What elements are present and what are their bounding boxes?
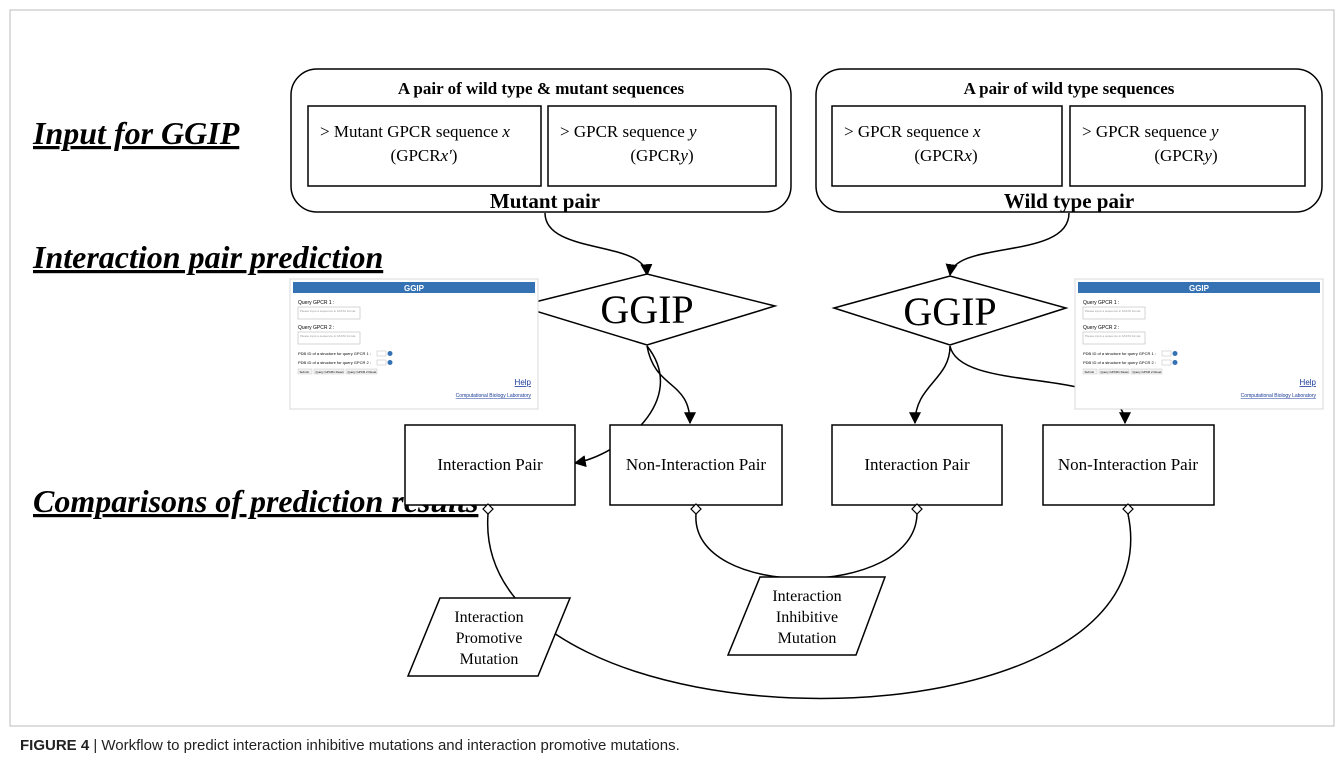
mutant-group-title: A pair of wild type & mutant sequences — [398, 79, 685, 98]
svg-text:GGIP: GGIP — [404, 284, 425, 293]
svg-text:PDB ID of a structure for quer: PDB ID of a structure for query GPCR 2 : — [298, 360, 371, 365]
mutant-gpcr-y-line1: > GPCR sequence y — [560, 122, 697, 141]
arrow-mutant-ggip-to-interaction — [573, 345, 662, 468]
svg-text:Interaction: Interaction — [454, 609, 523, 626]
wild-sequence-x-box — [831, 105, 1063, 187]
svg-text:Submit: Submit — [1085, 370, 1095, 374]
mutant-seq-line2: (GPCRx') — [391, 146, 458, 165]
mutant-seq-line1: > Mutant GPCR sequence x — [320, 122, 510, 141]
diamond-connector-mutant-noninteraction — [690, 503, 702, 515]
svg-text:Please input a sequence in FAS: Please input a sequence in FASTA format. — [1085, 309, 1141, 313]
svg-text:Interaction Pair: Interaction Pair — [437, 455, 543, 474]
screenshot-header-bar — [293, 282, 535, 293]
diamond-connector-wild-interaction — [911, 503, 923, 515]
svg-text:GGIP: GGIP — [1189, 284, 1210, 293]
svg-text:Query GPCR 2 Reset: Query GPCR 2 Reset — [348, 370, 377, 374]
section-prediction-heading: Interaction pair prediction — [32, 239, 383, 275]
svg-text:PDB ID of a structure for quer: PDB ID of a structure for query GPCR 2 : — [1083, 360, 1156, 365]
section-input-heading: Input for GGIP — [32, 115, 240, 151]
arrow-wild-ggip-to-interaction — [909, 345, 951, 425]
mutant-noninteraction-pair-box: Non-Interaction Pair — [609, 424, 783, 506]
svg-text:Mutation: Mutation — [778, 630, 837, 647]
svg-text:Query GPCR 1 :: Query GPCR 1 : — [298, 300, 334, 306]
svg-text:Query GPCR1 Reset: Query GPCR1 Reset — [316, 370, 344, 374]
ggip-web-screenshot-right: GGIP Query GPCR 1 : Please input a seque… — [1074, 278, 1324, 410]
inhibitive-comparison-arc — [695, 513, 918, 580]
svg-text:Help: Help — [515, 378, 532, 387]
svg-text:Query GPCR 2 :: Query GPCR 2 : — [1083, 325, 1119, 331]
svg-text:PDB ID of a structure for quer: PDB ID of a structure for query GPCR 1 : — [1083, 351, 1156, 356]
svg-text:GGIP: GGIP — [903, 289, 996, 334]
svg-text:Non-Interaction Pair: Non-Interaction Pair — [626, 455, 767, 474]
svg-text:Computational Biology Laborato: Computational Biology Laboratory — [456, 393, 532, 399]
wild-type-pair-label: Wild type pair — [1004, 189, 1134, 213]
arrow-wild-to-ggip — [945, 212, 1070, 277]
wild-noninteraction-pair-box: Non-Interaction Pair — [1042, 424, 1215, 506]
svg-text:Please input a sequence in FAS: Please input a sequence in FASTA format. — [300, 334, 356, 338]
wild-seq-x-line2: (GPCRx) — [914, 146, 977, 165]
svg-text:Query GPCR 2 :: Query GPCR 2 : — [298, 325, 334, 331]
mutant-sequence-box — [307, 105, 542, 187]
ggip-diamond-mutant: GGIP — [516, 273, 778, 346]
svg-text:Please input a sequence in FAS: Please input a sequence in FASTA format. — [1085, 334, 1141, 338]
mutant-pair-label: Mutant pair — [490, 189, 600, 213]
mutant-gpcr-y-line2: (GPCRy) — [630, 146, 693, 165]
gpcr-y-sequence-box-mutant — [547, 105, 777, 187]
wild-seq-y-line2: (GPCRy) — [1154, 146, 1217, 165]
interaction-promotive-mutation-box: Interaction Promotive Mutation — [406, 597, 572, 677]
svg-text:Please input a sequence in FAS: Please input a sequence in FASTA format. — [300, 309, 356, 313]
svg-text:Help: Help — [1300, 378, 1317, 387]
svg-text:GGIP: GGIP — [600, 287, 693, 332]
wild-sequence-y-box — [1069, 105, 1306, 187]
section-comparison-heading: Comparisons of prediction results — [33, 483, 478, 519]
diamond-connector-wild-noninteraction — [1122, 503, 1134, 515]
svg-text:Non-Interaction Pair: Non-Interaction Pair — [1058, 455, 1199, 474]
wild-type-pair-group: A pair of wild type sequences > GPCR seq… — [815, 68, 1323, 213]
svg-text:Promotive: Promotive — [456, 630, 523, 647]
svg-text:Mutation: Mutation — [460, 651, 519, 668]
svg-text:Query GPCR1 Reset: Query GPCR1 Reset — [1101, 370, 1129, 374]
svg-text:Submit: Submit — [300, 370, 310, 374]
interaction-inhibitive-mutation-box: Interaction Inhibitive Mutation — [726, 576, 887, 656]
arrow-mutant-ggip-to-noninteraction — [646, 345, 696, 425]
svg-text:Query GPCR 1 :: Query GPCR 1 : — [1083, 300, 1119, 306]
ggip-web-screenshot-left: GGIP Query GPCR 1 : Please input a seque… — [289, 278, 539, 410]
figure-caption-text: | Workflow to predict interaction inhibi… — [89, 737, 680, 754]
wild-interaction-pair-box: Interaction Pair — [831, 424, 1003, 506]
svg-text:Computational Biology Laborato: Computational Biology Laboratory — [1241, 393, 1317, 399]
svg-text:Interaction Pair: Interaction Pair — [864, 455, 970, 474]
wild-seq-y-line1: > GPCR sequence y — [1082, 122, 1219, 141]
svg-text:Interaction: Interaction — [772, 588, 841, 605]
screenshot-header-bar — [1078, 282, 1320, 293]
svg-text:Inhibitive: Inhibitive — [776, 609, 838, 626]
svg-text:PDB ID of a structure for quer: PDB ID of a structure for query GPCR 1 : — [298, 351, 371, 356]
svg-text:Query GPCR 2 Reset: Query GPCR 2 Reset — [1133, 370, 1162, 374]
arrow-mutant-to-ggip — [544, 212, 653, 277]
mutant-interaction-pair-box: Interaction Pair — [404, 424, 576, 506]
figure-caption: FIGURE 4 | Workflow to predict interacti… — [20, 737, 680, 754]
mutant-pair-group: A pair of wild type & mutant sequences >… — [290, 68, 792, 213]
figure-caption-label: FIGURE 4 — [20, 737, 90, 754]
figure-border — [9, 9, 1335, 727]
wild-seq-x-line1: > GPCR sequence x — [844, 122, 981, 141]
wild-group-title: A pair of wild type sequences — [964, 79, 1175, 98]
diamond-connector-mutant-interaction — [482, 503, 494, 515]
ggip-diamond-wild: GGIP — [831, 275, 1069, 346]
